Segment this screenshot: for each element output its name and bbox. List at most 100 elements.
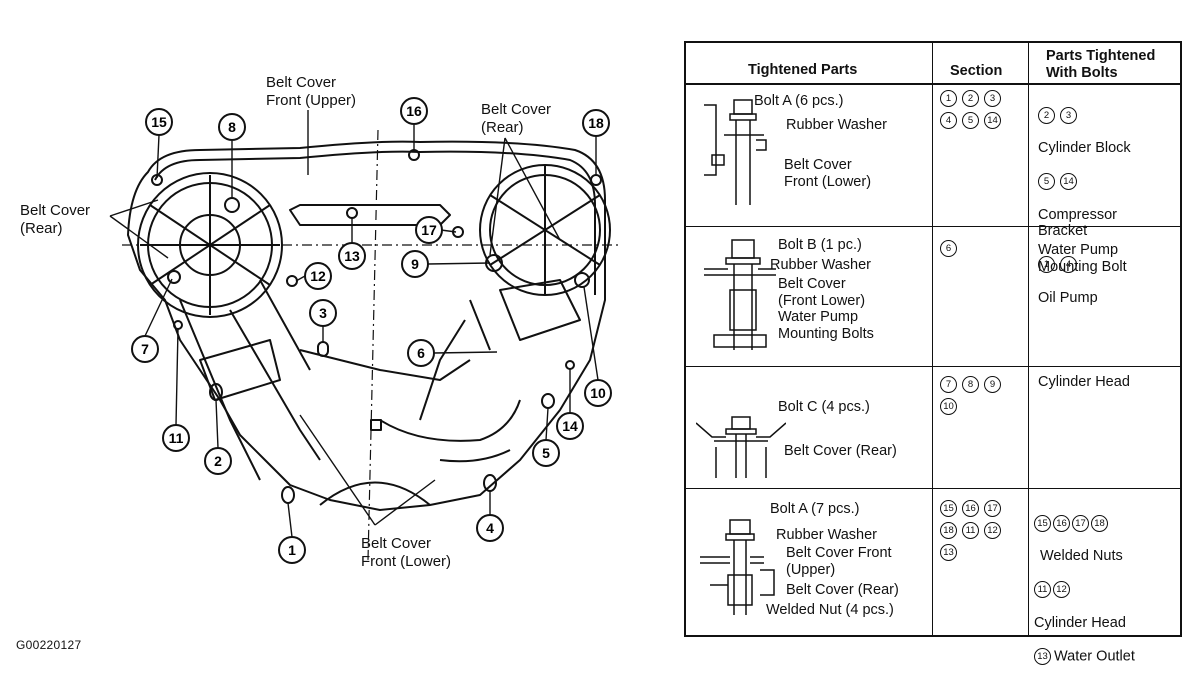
row4-sec-12: 12: [984, 522, 1001, 539]
table-header: Tightened Parts Section Parts Tightened …: [686, 43, 1182, 85]
row3-label-cover: Belt Cover (Rear): [784, 443, 897, 459]
row2-sec-6: 6: [940, 240, 957, 257]
header-section: Section: [950, 63, 1003, 79]
row2-label-pump: Water Pump Mounting Bolts: [778, 309, 874, 342]
row4-p2-n1: 11: [1034, 581, 1051, 598]
callout-11-text: 11: [169, 430, 184, 446]
row3-sec-10: 10: [940, 398, 957, 415]
row1-sec-2: 2: [962, 90, 979, 107]
callout-13-text: 13: [344, 248, 360, 264]
callout-14-text: 14: [562, 418, 578, 434]
row4-p2-n2: 12: [1053, 581, 1070, 598]
callout-13: 13: [338, 242, 366, 270]
row1-p3-n1: 1: [1038, 256, 1055, 273]
row-divider-2: [686, 366, 1180, 367]
callout-6-text: 6: [417, 345, 425, 361]
row1-label-bolt: Bolt A (6 pcs.): [754, 93, 844, 109]
row4-sec-16: 16: [962, 500, 979, 517]
callout-9: 9: [401, 250, 429, 278]
row1-p1-n1: 2: [1038, 106, 1055, 124]
row4-p1-n3: 17: [1072, 514, 1089, 532]
row1-sec-4: 4: [940, 112, 957, 129]
row1-p1-text: Cylinder Block: [1038, 140, 1131, 156]
row3-sec-9: 9: [984, 376, 1001, 393]
row1-sec-1: 1: [940, 90, 957, 107]
row1-p3-text: Oil Pump: [1038, 289, 1098, 306]
row1-p2-n2: 14: [1060, 173, 1077, 190]
row4-p3-n1: 13: [1034, 647, 1051, 665]
callout-6: 6: [407, 339, 435, 367]
col-divider-2: [1028, 43, 1029, 635]
row3-label-bolt: Bolt C (4 pcs.): [778, 399, 870, 415]
row1-p1-n2: 3: [1060, 106, 1077, 124]
callout-1-text: 1: [288, 542, 296, 558]
row2-section: 6: [940, 240, 1032, 262]
belt-cover-drawing: 15 8 16 18 17 13 9 12 3 7 6 10 14 11 5 2…: [109, 97, 620, 564]
header-tightened-parts: Tightened Parts: [748, 62, 858, 78]
callout-16-text: 16: [406, 103, 422, 119]
callout-17: 17: [415, 216, 443, 244]
row4-p1-text: Welded Nuts: [1040, 548, 1123, 564]
callout-11: 11: [162, 424, 190, 452]
row1-sec-3: 3: [984, 90, 1001, 107]
row4-label-washer: Rubber Washer: [776, 527, 878, 543]
callout-12-text: 12: [310, 268, 326, 284]
callout-3-text: 3: [319, 305, 327, 321]
callout-2: 2: [204, 447, 232, 475]
bolt-a-illustration: [704, 99, 767, 205]
row4-label-nut: Welded Nut (4 pcs.): [766, 602, 894, 618]
header-parts-with-bolts: Parts Tightened With Bolts: [1046, 48, 1156, 81]
callout-18-text: 18: [588, 115, 604, 131]
row4-sec-11: 11: [962, 522, 979, 539]
callout-10-text: 10: [590, 385, 606, 401]
row4-sec-18: 18: [940, 522, 957, 539]
bolt-a-upper-illustration: [700, 519, 775, 615]
row1-sec-5: 5: [962, 112, 979, 129]
callout-12: 12: [304, 262, 332, 290]
row4-p2-text: Cylinder Head: [1034, 614, 1126, 631]
row-divider-3: [686, 488, 1180, 489]
row1-sec-14: 14: [984, 112, 1001, 129]
col-divider-1: [932, 43, 933, 635]
row1-label-cover: Belt Cover Front (Lower): [784, 157, 872, 190]
row4-p1-n4: 18: [1091, 514, 1108, 532]
row3-sec-8: 8: [962, 376, 979, 393]
row2-parts: Water Pump Mounting Bolt: [1038, 242, 1127, 275]
row1-p2-n1: 5: [1038, 173, 1055, 190]
callout-16: 16: [400, 97, 428, 125]
label-belt-cover-front-lower: Belt Cover Front (Lower): [361, 535, 452, 570]
label-belt-cover-rear-right: Belt Cover (Rear): [481, 101, 552, 136]
callout-5: 5: [532, 439, 560, 467]
belt-cover-diagram: 15 8 16 18 17 13 9 12 3 7 6 10 14 11 5 2…: [16, 74, 620, 652]
row2-label-washer: Rubber Washer: [770, 257, 872, 273]
label-belt-cover-front-upper: Belt Cover Front (Upper): [266, 74, 357, 109]
row4-p1-n1: 15: [1034, 514, 1051, 532]
callout-7: 7: [131, 335, 159, 363]
callout-8-text: 8: [228, 119, 236, 135]
row4-label-bolt: Bolt A (7 pcs.): [770, 501, 860, 517]
callout-1: 1: [278, 536, 306, 564]
callout-18: 18: [582, 109, 610, 137]
bolt-c-illustration: [696, 416, 786, 478]
row1-p3-n2: 4: [1060, 256, 1077, 273]
callout-4: 4: [476, 514, 504, 542]
callout-3: 3: [309, 299, 337, 327]
row1-label-washer: Rubber Washer: [786, 117, 888, 133]
callout-15: 15: [145, 108, 173, 136]
callout-8: 8: [218, 113, 246, 141]
callout-10: 10: [584, 379, 612, 407]
row3-parts: Cylinder Head: [1038, 374, 1130, 390]
row1-p2-text: Compressor Bracket: [1038, 206, 1117, 240]
callout-markers: 15 8 16 18 17 13 9 12 3 7 6 10 14 11 5 2…: [131, 97, 612, 564]
callout-17-text: 17: [421, 222, 437, 238]
row4-sec-17: 17: [984, 500, 1001, 517]
callout-14: 14: [556, 412, 584, 440]
row4-p1-n2: 16: [1053, 514, 1070, 532]
bolt-b-illustration: [704, 239, 776, 350]
callout-4-text: 4: [486, 520, 494, 536]
